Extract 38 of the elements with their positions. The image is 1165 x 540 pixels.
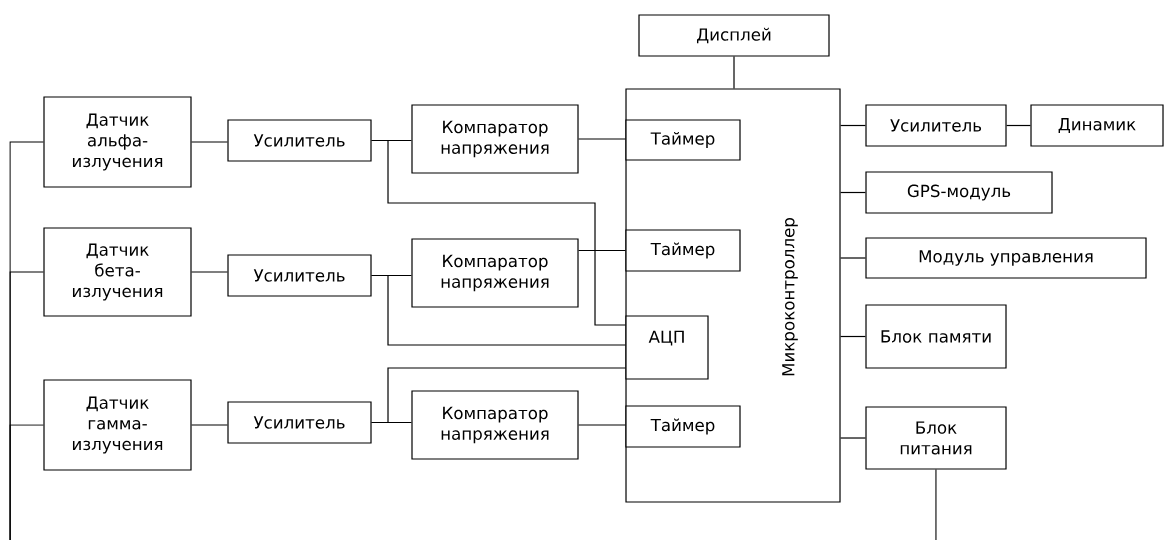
amplifier-box: Усилитель	[227, 119, 372, 162]
connector-line	[578, 138, 626, 140]
comparator-box: Компаратор напряжения	[411, 104, 579, 174]
module-box: GPS-модуль	[865, 171, 1053, 214]
connector-line	[578, 424, 626, 426]
connector-line	[578, 249, 626, 252]
connector-line	[733, 56, 735, 89]
adc-box: АЦП	[625, 315, 709, 380]
connector-line	[9, 424, 44, 540]
timer-box: Таймер	[625, 405, 741, 448]
memory-box: Блок памяти	[865, 304, 1007, 369]
connector-line	[840, 437, 866, 439]
amplifier-box: Усилитель	[227, 401, 372, 444]
amplifier-box: Усилитель	[227, 254, 372, 297]
sensor-box: Датчик бета-излучения	[43, 227, 192, 317]
connector-line	[840, 124, 866, 127]
connector-line	[1006, 124, 1031, 127]
connector-line	[840, 257, 866, 259]
timer-box: Таймер	[625, 119, 741, 161]
amplifier-box: Усилитель	[865, 104, 1007, 147]
connector-line	[191, 271, 228, 273]
speaker-box: Динамик	[1030, 104, 1164, 147]
power-box: Блок питания	[865, 406, 1007, 470]
connector-line	[191, 141, 228, 143]
connector-line	[371, 367, 626, 424]
connector-line	[840, 191, 866, 194]
comparator-box: Компаратор напряжения	[411, 390, 579, 460]
connector-line	[840, 335, 866, 338]
sensor-box: Датчик гамма-излучения	[43, 379, 192, 471]
comparator-box: Компаратор напряжения	[411, 238, 579, 308]
module-box: Модуль управления	[865, 237, 1147, 279]
connector-line	[191, 424, 228, 426]
connector-line	[371, 274, 626, 346]
display-box: Дисплей	[638, 14, 830, 57]
timer-box: Таймер	[625, 229, 741, 272]
connector-line	[371, 139, 626, 326]
sensor-box: Датчик альфа-излучения	[43, 96, 192, 188]
connector-line	[935, 469, 937, 540]
